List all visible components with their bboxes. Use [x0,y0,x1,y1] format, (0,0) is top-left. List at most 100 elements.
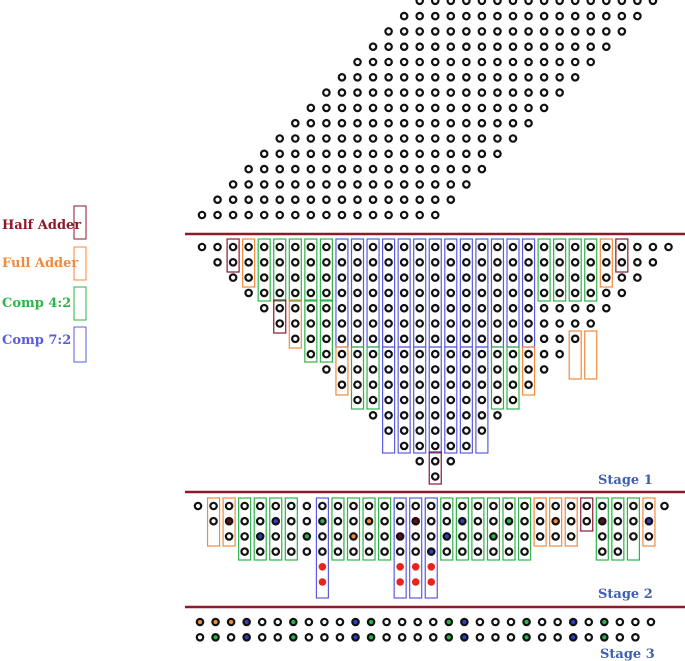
partial-product-dot [415,11,425,21]
bit-dot [364,501,374,511]
partial-product-dot [415,210,425,220]
comp42-box [288,238,302,302]
bit-dot [322,257,331,267]
final-bit-dot [257,617,267,627]
comp72-box [413,346,427,454]
comp72-box [459,346,473,454]
bit-dot [353,288,362,298]
bit-dot [489,501,498,511]
bit-dot [555,257,564,267]
bit-dot [477,365,487,374]
bit-dot [430,426,440,435]
partial-product-dot [259,210,269,220]
partial-product-dot [290,134,300,143]
bit-dot [411,532,421,541]
bit-dot [380,547,389,556]
bit-dot [415,441,425,451]
partial-product-dot [555,42,564,52]
bit-dot [271,501,281,511]
bit-dot [446,242,456,252]
final-bit-dot [211,632,220,642]
bit-dot [415,380,425,390]
partial-product-dot [508,73,518,82]
partial-product-dot [399,88,409,97]
bit-dot [458,547,467,556]
partial-product-dot [446,73,456,82]
partial-product-dot [493,118,502,128]
bit-dot [644,516,654,526]
bit-dot [508,349,518,359]
partial-product-dot [306,210,316,220]
partial-product-dot [384,103,393,113]
bit-dot [290,242,300,252]
partial-product-dot [477,149,487,159]
partial-product-dot [430,164,440,174]
partial-product-dot [259,195,269,205]
bit-dot [286,501,296,511]
bit-dot [395,501,405,511]
bit-dot [493,410,502,420]
partial-product-dot [415,118,425,128]
final-bit-dot [599,632,609,642]
final-bit-dot [288,632,298,642]
bit-dot [322,288,331,298]
partial-product-dot [384,118,393,128]
bit-dot [244,273,253,282]
bit-dot [660,501,669,511]
carry-out-dot [411,578,420,586]
partial-product-dot [290,195,300,205]
partial-product-dot [213,210,222,220]
bit-dot [306,319,316,328]
final-bit-dot [320,632,329,642]
partial-product-dot [477,118,487,128]
bit-dot [493,349,502,359]
final-bit-dot [553,632,562,642]
bit-dot [462,288,471,298]
partial-product-dot [446,195,456,205]
bit-dot [555,242,564,252]
full-adder-box [568,330,582,380]
bit-dot [259,288,269,298]
partial-product-dot [493,57,502,67]
bit-dot [504,516,514,526]
final-bit-dot [413,632,423,642]
bit-dot [462,365,471,374]
bit-dot [318,516,327,526]
partial-product-dot [368,195,378,205]
bit-dot [213,242,222,252]
partial-product-dot [539,0,549,6]
bit-dot [504,501,514,511]
bit-dot [415,349,425,359]
legend-comp72-label: Comp 7:2 [2,333,71,348]
comp42-box [273,238,287,302]
partial-product-dot [555,57,564,67]
bit-dot [539,334,549,344]
bit-dot [353,380,362,390]
partial-product-dot [539,57,549,67]
final-bit-dot [242,632,251,642]
partial-product-dot [306,180,316,189]
bit-dot [415,395,425,405]
bit-dot [570,242,580,252]
bit-dot [473,501,483,511]
bit-dot [539,365,549,374]
bit-dot [430,242,440,252]
partial-product-dot [275,210,285,220]
bit-dot [302,501,312,511]
bit-dot [306,242,316,252]
bit-dot [306,273,316,282]
partial-product-dot [368,210,378,220]
bit-dot [477,273,487,282]
bit-dot [508,395,518,405]
final-bit-dot [491,632,500,642]
final-bit-dot [646,617,656,627]
bit-dot [633,242,642,252]
bit-dot [353,273,362,282]
bit-dot [524,334,533,344]
bit-dot [633,257,642,267]
bit-dot [551,516,560,526]
bit-dot [228,242,238,252]
bit-dot [473,547,483,556]
final-bit-dot [320,617,329,627]
